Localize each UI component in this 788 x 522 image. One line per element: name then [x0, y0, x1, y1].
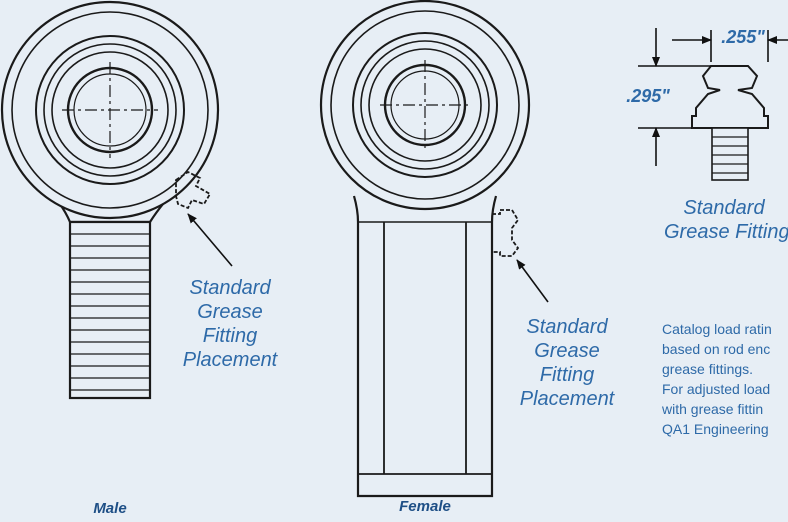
male-grease-fitting [175, 170, 212, 210]
note-line: Catalog load ratin [662, 321, 772, 337]
fitting-detail-title: Standard Grease Fitting [660, 196, 788, 244]
male-callout-label: Standard Grease Fitting Placement [168, 276, 292, 372]
male-callout-line: Placement [182, 349, 278, 371]
male-callout-arrow [187, 213, 233, 267]
male-callout-line: Grease [197, 301, 263, 323]
load-rating-note: Catalog load ratin based on rod enc grea… [662, 319, 772, 439]
note-line: For adjusted load [662, 381, 771, 397]
male-rod-end-drawing [0, 0, 220, 400]
male-thread-lines [70, 233, 150, 391]
female-callout-line: Placement [519, 388, 615, 410]
male-callout-line: Standard [189, 277, 271, 299]
fitting-height-dimension: .295" [626, 86, 670, 106]
female-callout-arrow [516, 259, 549, 303]
female-callout-line: Grease [534, 340, 600, 362]
note-line: QA1 Engineering [662, 421, 769, 437]
note-line: with grease fittin [662, 401, 764, 417]
female-grease-fitting [492, 209, 520, 257]
female-rod-end-drawing [319, 0, 531, 498]
female-callout-label: Standard Grease Fitting Placement [505, 315, 629, 411]
female-caption: Female [399, 498, 451, 515]
grease-fitting-detail-drawing [691, 65, 769, 181]
note-line: based on rod enc [662, 341, 771, 357]
fitting-width-dimension: .255" [721, 27, 765, 47]
note-line: grease fittings. [662, 361, 754, 377]
fitting-title-line: Standard [683, 197, 765, 219]
female-callout-line: Standard [526, 316, 608, 338]
male-caption: Male [93, 500, 127, 517]
fitting-dimension-lines [638, 28, 788, 166]
female-callout-line: Fitting [539, 364, 595, 386]
male-callout-line: Fitting [202, 325, 258, 347]
fitting-title-line: Grease Fitting [664, 221, 788, 243]
